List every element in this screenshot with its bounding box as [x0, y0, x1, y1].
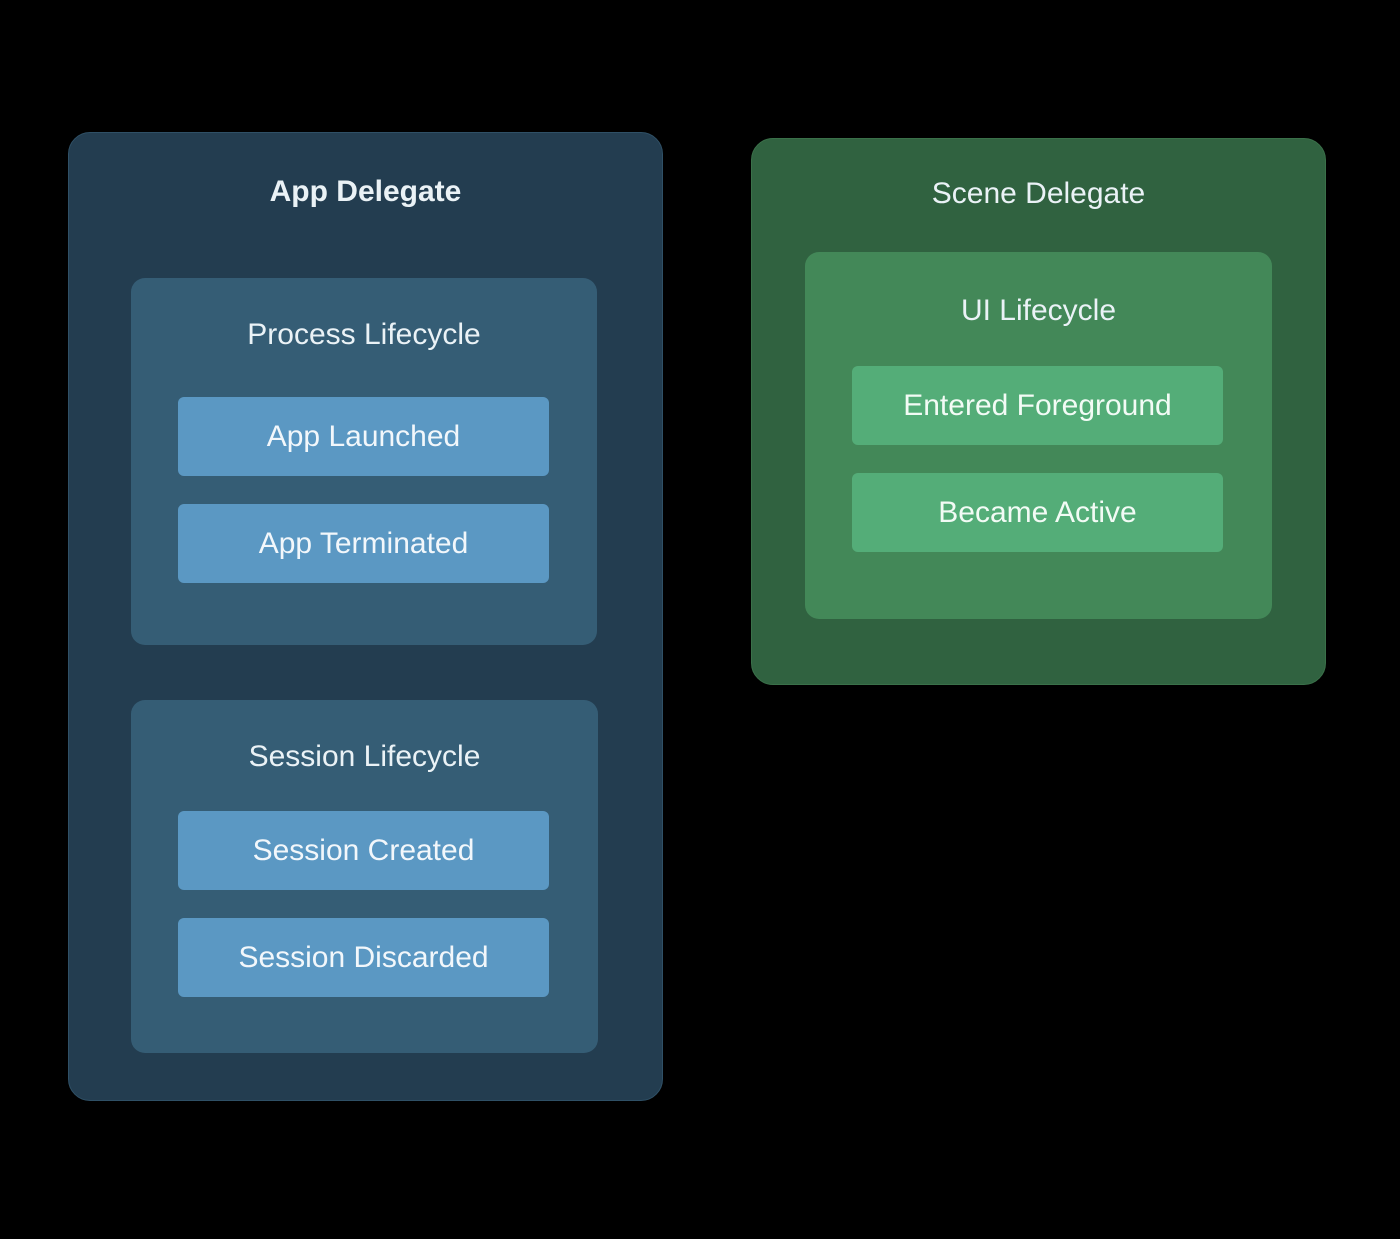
- process-lifecycle-group: Process Lifecycle App Launched App Termi…: [131, 278, 597, 645]
- scene-delegate-title: Scene Delegate: [931, 177, 1146, 210]
- app-delegate-title: App Delegate: [269, 175, 462, 208]
- app-launched-box: App Launched: [178, 397, 549, 476]
- process-lifecycle-title: Process Lifecycle: [247, 318, 481, 351]
- session-created-box: Session Created: [178, 811, 549, 890]
- ui-lifecycle-group: UI Lifecycle Entered Foreground Became A…: [805, 252, 1272, 619]
- ui-lifecycle-title: UI Lifecycle: [960, 294, 1117, 327]
- app-delegate-panel: App Delegate Process Lifecycle App Launc…: [68, 132, 663, 1101]
- scene-delegate-panel: Scene Delegate UI Lifecycle Entered Fore…: [751, 138, 1326, 685]
- session-lifecycle-title: Session Lifecycle: [248, 740, 481, 773]
- entered-foreground-box: Entered Foreground: [852, 366, 1223, 445]
- session-discarded-box: Session Discarded: [178, 918, 549, 997]
- app-terminated-box: App Terminated: [178, 504, 549, 583]
- became-active-box: Became Active: [852, 473, 1223, 552]
- session-lifecycle-group: Session Lifecycle Session Created Sessio…: [131, 700, 598, 1053]
